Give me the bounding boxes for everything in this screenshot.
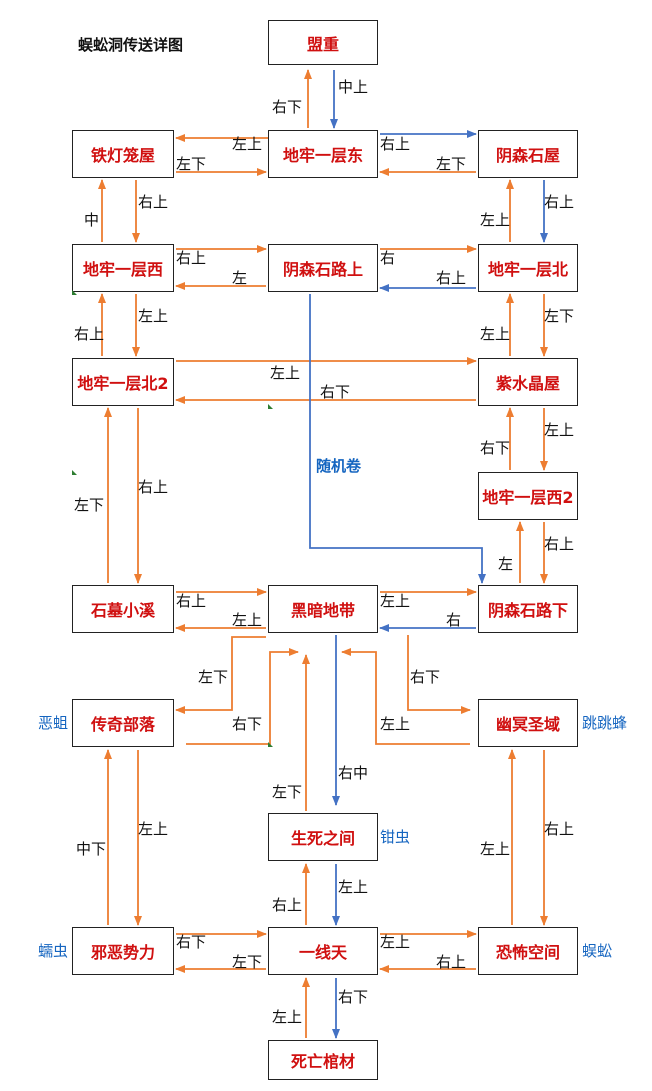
direction-label: 右上 [436, 953, 467, 971]
monster-label-shengsi: 钳虫 [380, 828, 411, 846]
node-heian: 黑暗地带 [268, 585, 378, 633]
node-dilao-dong: 地牢一层东 [268, 130, 378, 178]
direction-label: 中上 [338, 78, 369, 96]
direction-label: 右下 [480, 439, 511, 457]
direction-label: 右上 [74, 325, 105, 343]
corner-mark [72, 290, 77, 295]
direction-label: 左上 [338, 878, 369, 896]
direction-label: 右上 [544, 193, 575, 211]
direction-label: 右上 [544, 820, 575, 838]
monster-label-xie-e: 蠕虫 [38, 942, 69, 960]
direction-label: 左下 [198, 668, 229, 686]
direction-label: 左上 [380, 592, 411, 610]
direction-label: 右下 [320, 383, 351, 401]
direction-label: 左上 [480, 325, 511, 343]
direction-label: 左上 [270, 364, 301, 382]
connection-arrow [407, 635, 471, 714]
node-shimu: 石墓小溪 [72, 585, 174, 633]
direction-label: 中 [84, 211, 100, 229]
direction-label: 左上 [544, 421, 575, 439]
node-dilao-bei2: 地牢一层北2 [72, 358, 174, 406]
corner-mark [72, 470, 77, 475]
direction-label: 右上 [272, 896, 303, 914]
direction-label: 左 [232, 269, 248, 287]
node-dilao-bei: 地牢一层北 [478, 244, 578, 292]
connection-arrow [175, 636, 266, 714]
direction-label: 右下 [272, 98, 303, 116]
direction-label: 右中 [338, 764, 369, 782]
monster-label-youming: 跳跳蜂 [582, 714, 628, 732]
direction-label: 左上 [480, 211, 511, 229]
direction-label: 中下 [76, 840, 107, 858]
monster-label-kongbu: 蜈蚣 [582, 942, 613, 960]
corner-mark [268, 404, 273, 409]
direction-label: 左下 [176, 155, 207, 173]
direction-label: 右下 [176, 933, 207, 951]
direction-label: 左下 [544, 307, 575, 325]
node-chuanqi: 传奇部落 [72, 699, 174, 747]
direction-label: 左下 [232, 953, 263, 971]
direction-label: 左上 [380, 715, 411, 733]
direction-label: 右上 [138, 193, 169, 211]
direction-label: 左上 [232, 135, 263, 153]
node-kongbu: 恐怖空间 [478, 927, 578, 975]
direction-label: 右下 [410, 668, 441, 686]
direction-label: 右 [380, 249, 396, 267]
node-yinsen-shang: 阴森石路上 [268, 244, 378, 292]
direction-label: 右上 [544, 535, 575, 553]
diagram-title: 蜈蚣洞传送详图 [78, 36, 184, 54]
direction-label: 左下 [436, 155, 467, 173]
random-scroll-label: 随机卷 [316, 457, 362, 475]
direction-label: 右上 [138, 478, 169, 496]
direction-label: 左上 [480, 840, 511, 858]
direction-label: 右上 [176, 249, 207, 267]
node-shengsi: 生死之间 [268, 813, 378, 861]
node-youming: 幽冥圣域 [478, 699, 578, 747]
node-dilao-xi: 地牢一层西 [72, 244, 174, 292]
node-yinsen-shiwu: 阴森石屋 [478, 130, 578, 178]
monster-label-chuanqi: 恶蛆 [38, 714, 69, 732]
node-yixiantian: 一线天 [268, 927, 378, 975]
direction-label: 右下 [338, 988, 369, 1006]
direction-label: 左 [498, 555, 514, 573]
direction-label: 左上 [272, 1008, 303, 1026]
direction-label: 左上 [380, 933, 411, 951]
node-siwang: 死亡棺材 [268, 1040, 378, 1080]
connection-arrow [309, 294, 486, 584]
node-zishuijing: 紫水晶屋 [478, 358, 578, 406]
node-yinsen-xia: 阴森石路下 [478, 585, 578, 633]
direction-label: 右上 [176, 592, 207, 610]
direction-label: 左下 [272, 783, 303, 801]
node-tiedeng: 铁灯笼屋 [72, 130, 174, 178]
direction-label: 左上 [138, 820, 169, 838]
direction-label: 右下 [232, 715, 263, 733]
corner-mark [268, 742, 273, 747]
direction-label: 左上 [232, 611, 263, 629]
connection-arrow [186, 648, 299, 745]
direction-label: 左下 [74, 496, 105, 514]
direction-label: 右上 [436, 269, 467, 287]
node-xie-e: 邪恶势力 [72, 927, 174, 975]
direction-label: 右上 [380, 135, 411, 153]
direction-label: 右 [446, 611, 462, 629]
node-dilao-xi2: 地牢一层西2 [478, 472, 578, 520]
connection-arrow [341, 648, 470, 745]
node-mengzhong: 盟重 [268, 20, 378, 65]
direction-label: 左上 [138, 307, 169, 325]
